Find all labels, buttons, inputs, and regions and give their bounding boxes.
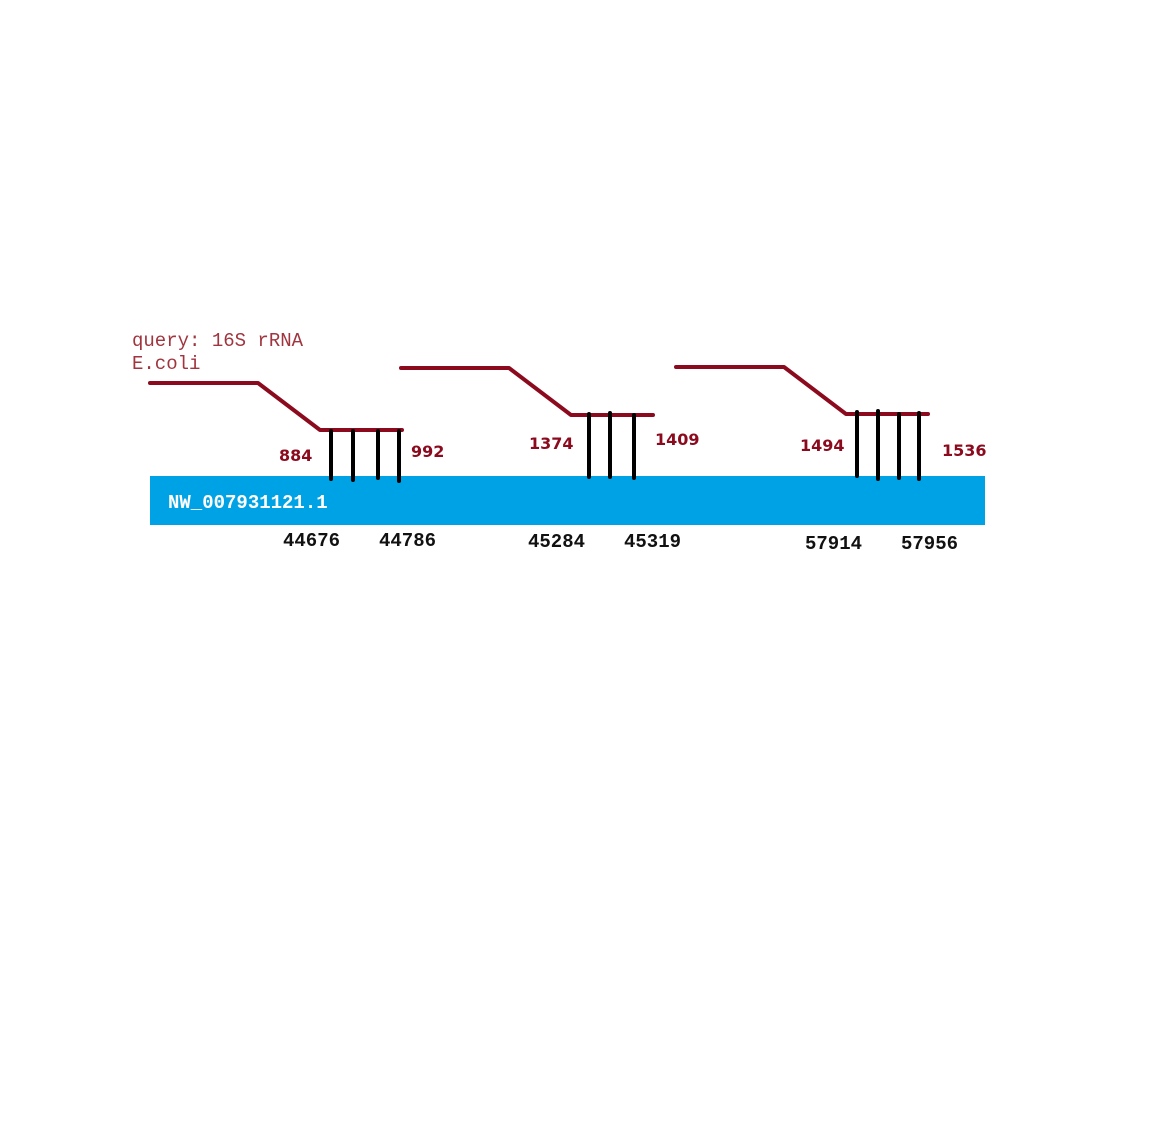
query-line-1 bbox=[148, 381, 404, 432]
subject-end-3: 57956 bbox=[901, 533, 959, 555]
query-end-2: 1409 bbox=[655, 430, 700, 449]
subject-start-3: 57914 bbox=[805, 533, 863, 555]
query-start-1: 884 bbox=[279, 446, 313, 465]
query-label: query: 16S rRNA E.coli bbox=[132, 330, 303, 376]
query-start-2: 1374 bbox=[529, 434, 574, 453]
query-label-line1: query: 16S rRNA bbox=[132, 330, 304, 352]
subject-sequence-bar: NW_007931121.1 bbox=[150, 476, 985, 525]
query-end-3: 1536 bbox=[942, 441, 987, 460]
query-line-3 bbox=[674, 365, 930, 416]
subject-start-2: 45284 bbox=[528, 531, 586, 553]
subject-start-1: 44676 bbox=[283, 530, 341, 552]
subject-name: NW_007931121.1 bbox=[168, 492, 328, 514]
query-end-1: 992 bbox=[411, 442, 445, 461]
query-line-2 bbox=[399, 366, 655, 417]
subject-end-2: 45319 bbox=[624, 531, 682, 553]
query-label-line2: E.coli bbox=[132, 353, 201, 375]
query-start-3: 1494 bbox=[800, 436, 845, 455]
subject-end-1: 44786 bbox=[379, 530, 437, 552]
